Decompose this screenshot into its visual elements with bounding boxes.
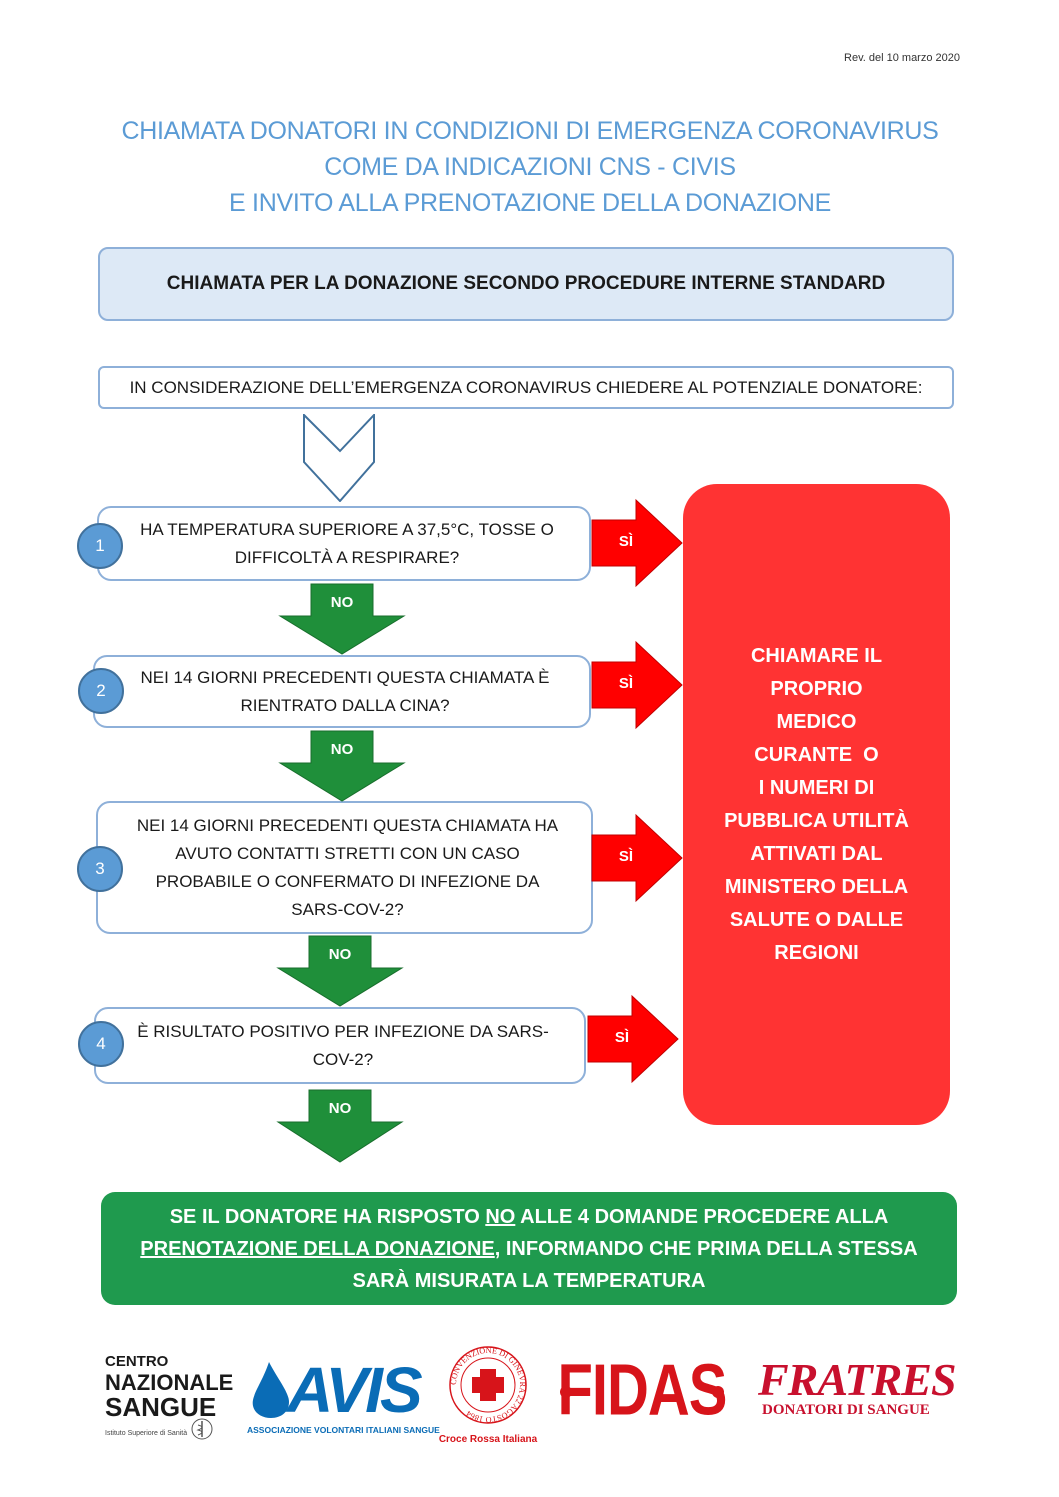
svg-text:AVIS: AVIS [285, 1358, 422, 1418]
avis-wordmark-icon: AVIS [252, 1354, 426, 1426]
chevron-down-outline-icon [303, 414, 375, 502]
title-line-2: COME DA INDICAZIONI CNS - CIVIS [324, 153, 736, 181]
question-box-2: NEI 14 GIORNI PRECEDENTI QUESTA CHIAMATA… [93, 655, 591, 728]
standard-call-box: CHIAMATA PER LA DONAZIONE SECONDO PROCED… [98, 247, 954, 321]
yes-arrow-1: SÌ [591, 498, 684, 588]
yes-label: SÌ [618, 533, 634, 550]
final-line-1: SE IL DONATORE HA RISPOSTO NO ALLE 4 DOM… [169, 1205, 889, 1228]
no-arrow-4: NO [276, 1089, 404, 1163]
action-line: MEDICO [776, 710, 857, 733]
yes-label: SÌ [618, 848, 634, 865]
cns-logo: CENTRO NAZIONALE SANGUE Istituto Superio… [105, 1352, 233, 1442]
yes-arrow-4: SÌ [587, 994, 680, 1084]
action-line: MINISTERO DELLA [724, 875, 909, 898]
question-text-1: HA TEMPERATURA SUPERIORE A 37,5°C, TOSSE… [140, 519, 554, 567]
yes-arrow-2: SÌ [591, 640, 684, 730]
no-arrow-1: NO [278, 583, 406, 655]
no-arrow-3: NO [276, 935, 404, 1007]
question-text-3: NEI 14 GIORNI PRECEDENTI QUESTA CHIAMATA… [136, 815, 559, 919]
cri-logo: CONVENZIONE DI GINEVRA 22 AGOSTO 1864 Cr… [433, 1345, 543, 1445]
right-arrow-icon [591, 813, 683, 903]
right-arrow-icon [591, 640, 683, 730]
action-line: PUBBLICA UTILITÀ [724, 809, 909, 832]
final-line-2: PRENOTAZIONE DELLA DONAZIONE, INFORMANDO… [140, 1237, 918, 1260]
action-line: CHIAMARE IL [750, 644, 883, 667]
question-box-3: NEI 14 GIORNI PRECEDENTI QUESTA CHIAMATA… [96, 801, 593, 934]
action-line: I NUMERI DI [758, 776, 875, 799]
down-arrow-icon [278, 730, 406, 802]
question-box-4: È RISULTATO POSITIVO PER INFEZIONE DA SA… [94, 1007, 586, 1084]
final-line-3: SARÀ MISURATA LA TEMPERATURA [352, 1269, 706, 1292]
fidas-wordmark-icon: FIDAS [558, 1349, 728, 1430]
page-title: CHIAMATA DONATORI IN CONDIZIONI DI EMERG… [60, 113, 1000, 221]
consideration-text: IN CONSIDERAZIONE DELL’EMERGENZA CORONAV… [129, 377, 923, 397]
question-number-2: 2 [78, 668, 124, 714]
avis-logo: AVIS ASSOCIAZIONE VOLONTARI ITALIANI SAN… [247, 1354, 440, 1436]
svg-text:FIDAS: FIDAS [558, 1352, 727, 1430]
title-line-3: E INVITO ALLA PRENOTAZIONE DELLA DONAZIO… [229, 189, 831, 217]
question-text-4: È RISULTATO POSITIVO PER INFEZIONE DA SA… [137, 1021, 549, 1069]
action-box: CHIAMARE IL PROPRIO MEDICO CURANTE O I N… [683, 484, 950, 1125]
yes-arrow-3: SÌ [591, 813, 684, 903]
revision-date: Rev. del 10 marzo 2020 [844, 52, 960, 64]
right-arrow-icon [587, 994, 679, 1084]
action-line: SALUTE O DALLE [729, 908, 904, 931]
down-arrow-icon [276, 1089, 404, 1163]
action-line: REGIONI [774, 941, 859, 964]
title-line-1: CHIAMATA DONATORI IN CONDIZIONI DI EMERG… [121, 117, 939, 145]
yes-label: SÌ [614, 1029, 630, 1046]
no-label: NO [328, 1100, 352, 1117]
fidas-logo: FIDAS [556, 1349, 728, 1432]
action-line: PROPRIO [770, 677, 863, 700]
question-box-1: HA TEMPERATURA SUPERIORE A 37,5°C, TOSSE… [97, 506, 591, 581]
consideration-box: IN CONSIDERAZIONE DELL’EMERGENZA CORONAV… [98, 366, 954, 409]
question-text-2: NEI 14 GIORNI PRECEDENTI QUESTA CHIAMATA… [140, 667, 550, 715]
action-line: ATTIVATI DAL [750, 842, 883, 865]
standard-call-text: CHIAMATA PER LA DONAZIONE SECONDO PROCED… [166, 273, 886, 294]
action-line: CURANTE O [754, 743, 879, 766]
fratres-logo: FRATRES DONATORI DI SANGUE [758, 1354, 957, 1419]
red-cross-icon: CONVENZIONE DI GINEVRA 22 AGOSTO 1864 [449, 1346, 527, 1424]
question-number-3: 3 [77, 846, 123, 892]
no-label: NO [328, 946, 352, 963]
down-arrow-icon [276, 935, 404, 1007]
caduceus-icon [191, 1418, 213, 1440]
no-arrow-2: NO [278, 730, 406, 802]
no-label: NO [330, 741, 354, 758]
question-number-4: 4 [78, 1021, 124, 1067]
yes-label: SÌ [618, 675, 634, 692]
final-instruction-box: SE IL DONATORE HA RISPOSTO NO ALLE 4 DOM… [101, 1192, 957, 1305]
question-number-1: 1 [77, 523, 123, 569]
right-arrow-icon [591, 498, 683, 588]
down-arrow-icon [278, 583, 406, 655]
action-text: CHIAMARE IL PROPRIO MEDICO CURANTE O I N… [724, 640, 909, 970]
no-label: NO [330, 594, 354, 611]
